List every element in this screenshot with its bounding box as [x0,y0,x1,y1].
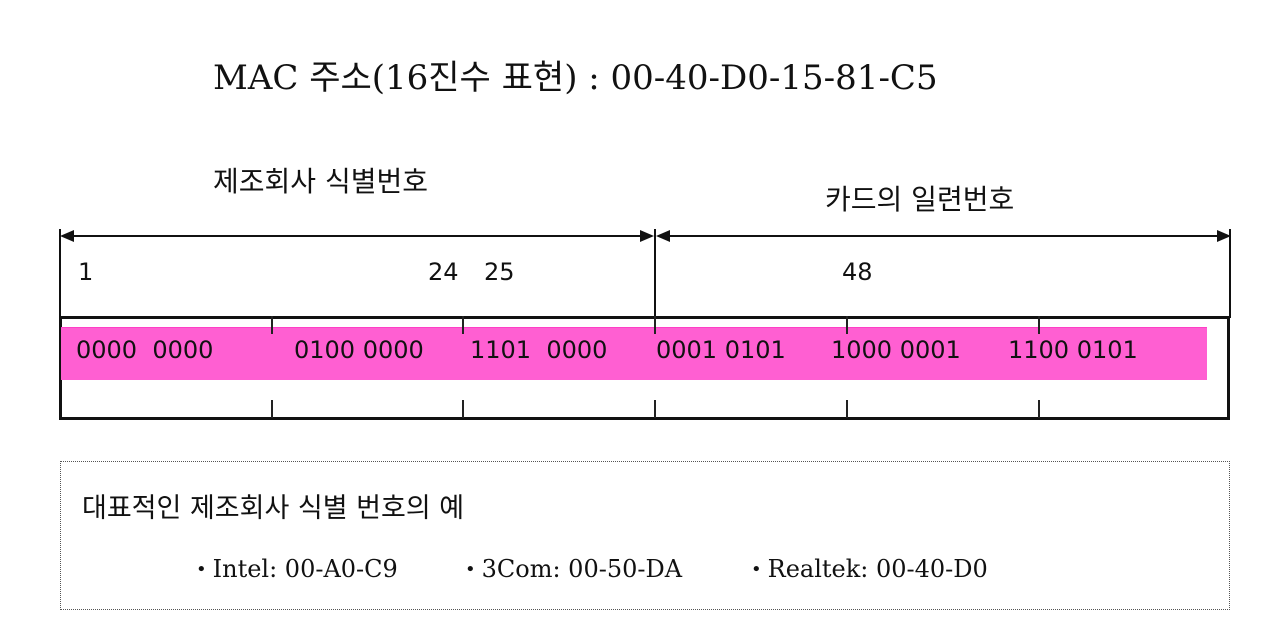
octet-divider-tick [1038,316,1040,334]
diagram-title: MAC 주소(16진수 표현) : 00-40-D0-15-81-C5 [213,58,938,98]
serial-arrowhead-right [1217,230,1231,242]
examples-title: 대표적인 제조회사 식별 번호의 예 [82,493,465,524]
octet-divider-tick [1038,400,1040,418]
octet-divider-tick [654,316,656,334]
example-item-3com: •3Com: 00-50-DA [465,555,682,583]
bit-number-48: 48 [842,258,873,286]
serial-arrowhead-left [656,230,670,242]
octet-divider-tick [462,400,464,418]
example-text: Realtek: 00-40-D0 [767,555,988,583]
bit-number-1: 1 [78,258,94,286]
example-item-realtek: •Realtek: 00-40-D0 [751,555,988,583]
octet-5: 1000 0001 [831,336,961,364]
octet-divider-tick [271,400,273,418]
example-item-intel: •Intel: 00-A0-C9 [196,555,398,583]
binary-highlight-band [61,327,1207,380]
manufacturer-id-label: 제조회사 식별번호 [213,165,428,198]
octet-divider-tick [654,400,656,418]
octet-divider-tick [462,316,464,334]
octet-divider-tick [846,316,848,334]
bit-number-24: 24 [428,258,459,286]
bullet-icon: • [196,559,207,580]
octet-6: 1100 0101 [1008,336,1138,364]
serial-number-label: 카드의 일련번호 [825,183,1015,216]
bit-number-25: 25 [484,258,515,286]
octet-1: 0000 0000 [76,336,214,364]
octet-4: 0001 0101 [656,336,786,364]
octet-2: 0100 0000 [294,336,424,364]
example-text: Intel: 00-A0-C9 [212,555,398,583]
manufacturer-arrowhead-left [60,230,74,242]
octet-divider-tick [271,316,273,334]
example-text: 3Com: 00-50-DA [481,555,683,583]
binary-field-box [59,316,1230,420]
bullet-icon: • [465,559,476,580]
octet-divider-tick [846,400,848,418]
manufacturer-arrowhead-right [640,230,654,242]
examples-box [60,461,1230,610]
octet-3: 1101 0000 [470,336,608,364]
bullet-icon: • [751,559,762,580]
